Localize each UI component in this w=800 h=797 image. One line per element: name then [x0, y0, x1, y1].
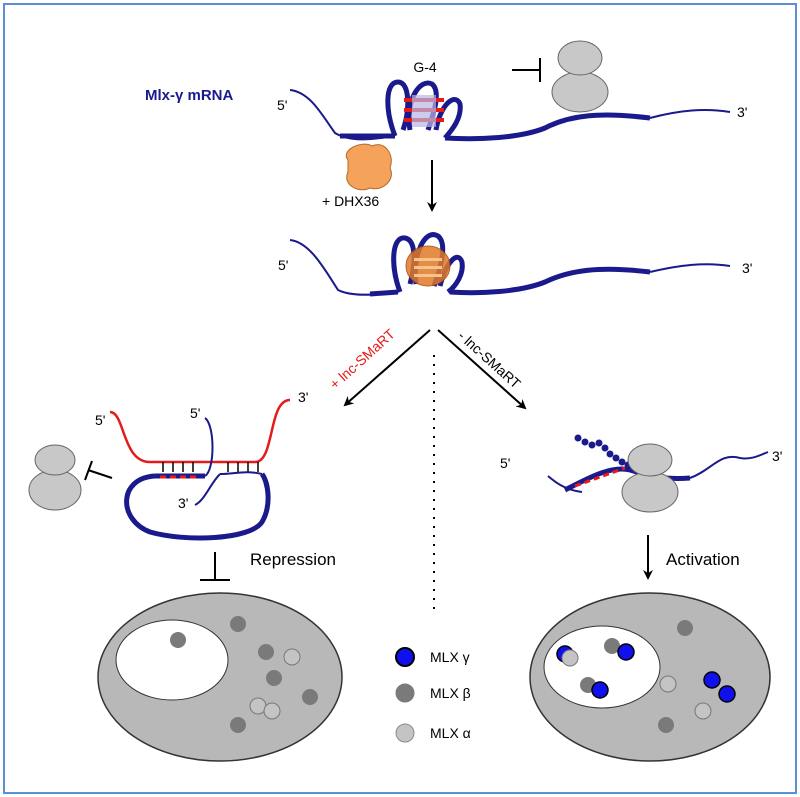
legend-label: MLX γ: [430, 649, 470, 665]
mrna-unwound-middle: [289, 232, 731, 297]
mlx-gamma-molecule: [591, 681, 609, 699]
minus-lnc-label: - lnc-SMaRT: [455, 327, 524, 392]
mlx-beta-molecule: [658, 717, 674, 733]
inhibition-bar-top: [512, 58, 541, 82]
mlx-beta-molecule: [230, 616, 246, 632]
rep-mrna-three-prime: 3': [178, 495, 188, 511]
mid-three-prime: 3': [742, 260, 752, 276]
mlx-alpha-molecule: [263, 702, 281, 720]
arrow-to-repression: [343, 329, 431, 407]
mlx-alpha-molecule: [561, 649, 579, 667]
cell-activated: [529, 592, 771, 762]
lnc-five-prime: 5': [95, 412, 105, 428]
legend-item-mlx-alpha: MLX α: [395, 723, 471, 743]
top-five-prime: 5': [277, 97, 287, 113]
ribosome-right-icon: [621, 443, 679, 513]
legend-swatch: [395, 647, 415, 667]
top-three-prime: 3': [737, 104, 747, 120]
repression-inhibition-bar: [200, 552, 230, 581]
mlx-alpha-molecule: [283, 648, 301, 666]
mlx-alpha-molecule: [659, 675, 677, 693]
ribosome-left-icon: [28, 444, 82, 511]
figure-frame: [3, 3, 797, 794]
mlx-beta-molecule: [677, 620, 693, 636]
mlx-beta-molecule: [170, 632, 186, 648]
mlx-gamma-molecule: [718, 685, 736, 703]
arrow-to-activation: [437, 329, 527, 410]
legend: MLX γ MLX β MLX α: [395, 647, 471, 743]
g4-tetrads: [404, 95, 444, 127]
repression-label: Repression: [250, 550, 336, 569]
g4-label: G-4: [413, 59, 437, 75]
mlx-beta-molecule: [258, 644, 274, 660]
mrna-g4-top: [289, 79, 731, 142]
dhx36-protein-icon: [345, 143, 392, 191]
mlx-alpha-molecule: [694, 702, 712, 720]
legend-item-mlx-beta: MLX β: [395, 683, 471, 703]
mid-five-prime: 5': [278, 257, 288, 273]
mrna-name-label: Mlx-γ mRNA: [145, 87, 234, 104]
mlx-beta-molecule: [230, 717, 246, 733]
rep-mrna-five-prime: 5': [190, 405, 200, 421]
activation-label: Activation: [666, 550, 740, 569]
dhx36-label: + DHX36: [322, 193, 379, 209]
act-five-prime: 5': [500, 455, 510, 471]
act-three-prime: 3': [772, 448, 782, 464]
legend-label: MLX α: [430, 725, 471, 741]
mlx-beta-molecule: [302, 689, 318, 705]
lnc-three-prime: 3': [298, 389, 308, 405]
mlx-gamma-molecule: [703, 671, 721, 689]
legend-swatch: [395, 723, 415, 743]
legend-label: MLX β: [430, 685, 471, 701]
lnc-smart-duplex: [109, 398, 291, 541]
cell-repressed: [97, 592, 343, 762]
inhibition-bar-left: [84, 460, 113, 481]
plus-lnc-label: + lnc-SMaRT: [326, 325, 398, 392]
mlx-gamma-molecule: [617, 643, 635, 661]
mlx-beta-molecule: [266, 670, 282, 686]
legend-item-mlx-gamma: MLX γ: [395, 647, 470, 667]
mlx-beta-molecule: [604, 638, 620, 654]
ribosome-top-icon: [551, 40, 609, 113]
legend-swatch: [395, 683, 415, 703]
